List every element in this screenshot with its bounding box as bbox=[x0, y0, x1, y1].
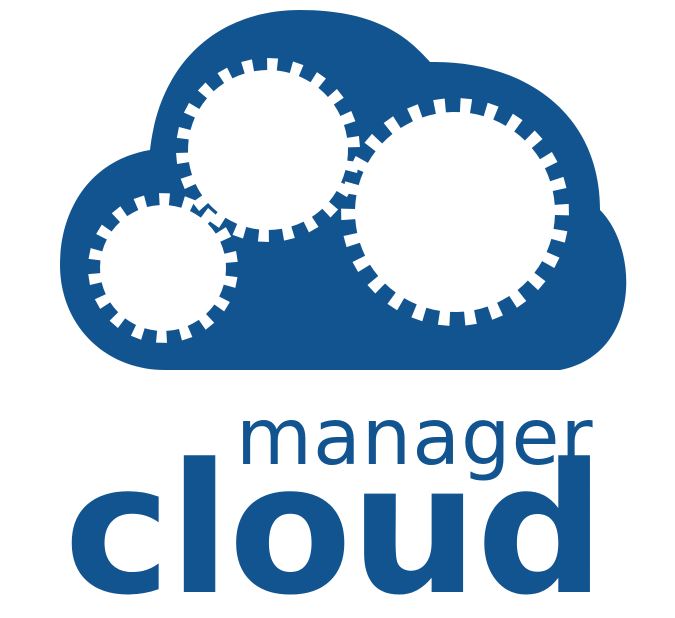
gear-large-icon bbox=[341, 98, 569, 326]
logo-text-manager: manager bbox=[236, 393, 594, 483]
logo-text-cloud: cloud bbox=[64, 426, 603, 618]
gear-top-icon bbox=[176, 58, 360, 242]
gears-icon bbox=[88, 58, 569, 343]
gear-small-icon bbox=[88, 193, 238, 343]
